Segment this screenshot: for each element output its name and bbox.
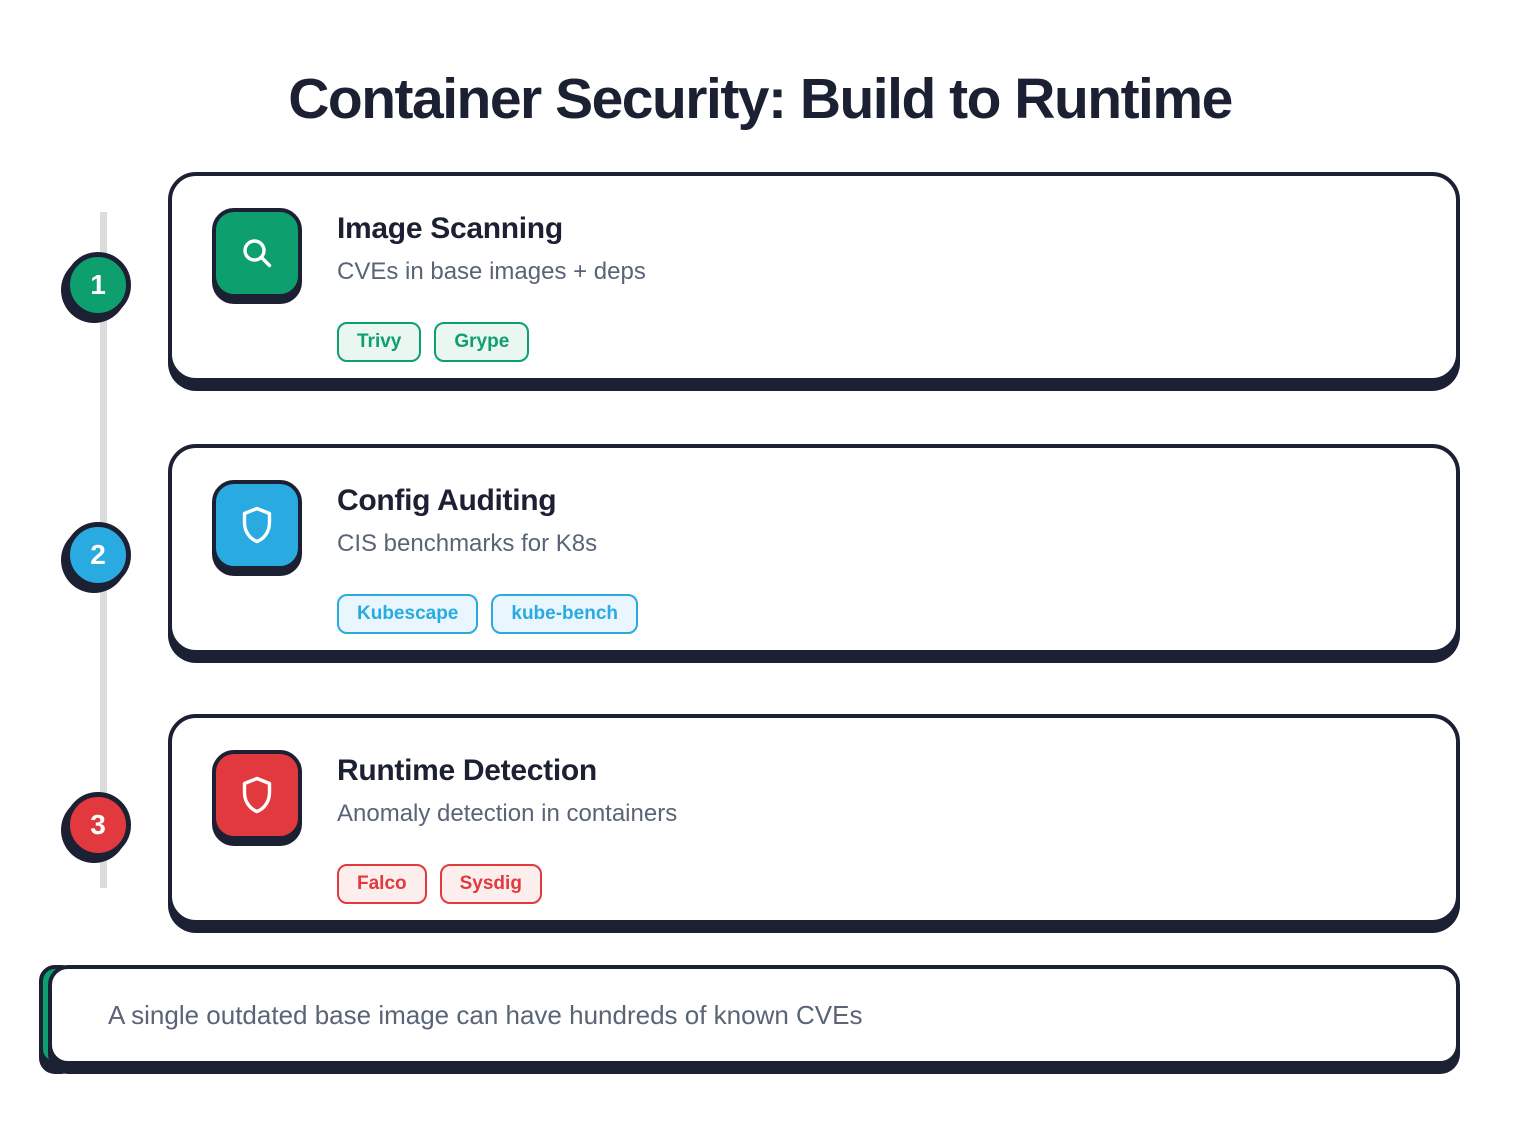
step-badge-1: 1 xyxy=(65,252,131,318)
tag-sysdig: Sysdig xyxy=(439,864,542,904)
page-title: Container Security: Build to Runtime xyxy=(288,67,1233,131)
step-description: CIS benchmarks for K8s xyxy=(337,530,598,557)
step-card-image-scanning: Image Scanning CVEs in base images + dep… xyxy=(168,172,1460,382)
step-card-runtime-detection: Runtime Detection Anomaly detection in c… xyxy=(168,714,1460,924)
tag-falco: Falco xyxy=(337,864,427,904)
shield-icon xyxy=(242,776,272,814)
tag-grype: Grype xyxy=(434,322,530,362)
tag-list: Kubescape kube-bench xyxy=(337,594,1416,634)
tag-list: Falco Sysdig xyxy=(337,864,1416,904)
step-badge-3: 3 xyxy=(65,792,131,858)
step-title: Image Scanning xyxy=(337,212,563,245)
step-description: Anomaly detection in containers xyxy=(337,800,678,827)
icon-tile xyxy=(212,750,302,840)
step-number: 3 xyxy=(90,809,106,840)
search-icon xyxy=(243,239,272,268)
tag-trivy: Trivy xyxy=(337,322,422,362)
step-description: CVEs in base images + deps xyxy=(337,258,646,285)
step-card-config-auditing: Config Auditing CIS benchmarks for K8s K… xyxy=(168,444,1460,654)
step-badge-2: 2 xyxy=(65,522,131,588)
footer-note: A single outdated base image can have hu… xyxy=(39,965,1460,1065)
tag-kubescape: Kubescape xyxy=(337,594,479,634)
step-number: 1 xyxy=(90,269,106,300)
tag-list: Trivy Grype xyxy=(337,322,1416,362)
shield-icon xyxy=(242,506,272,544)
icon-tile xyxy=(212,480,302,570)
step-title: Config Auditing xyxy=(337,484,557,517)
icon-tile xyxy=(212,208,302,298)
step-number: 2 xyxy=(90,539,106,570)
step-title: Runtime Detection xyxy=(337,754,597,787)
tag-kube-bench: kube-bench xyxy=(491,594,638,634)
footer-note-text: A single outdated base image can have hu… xyxy=(108,999,863,1030)
